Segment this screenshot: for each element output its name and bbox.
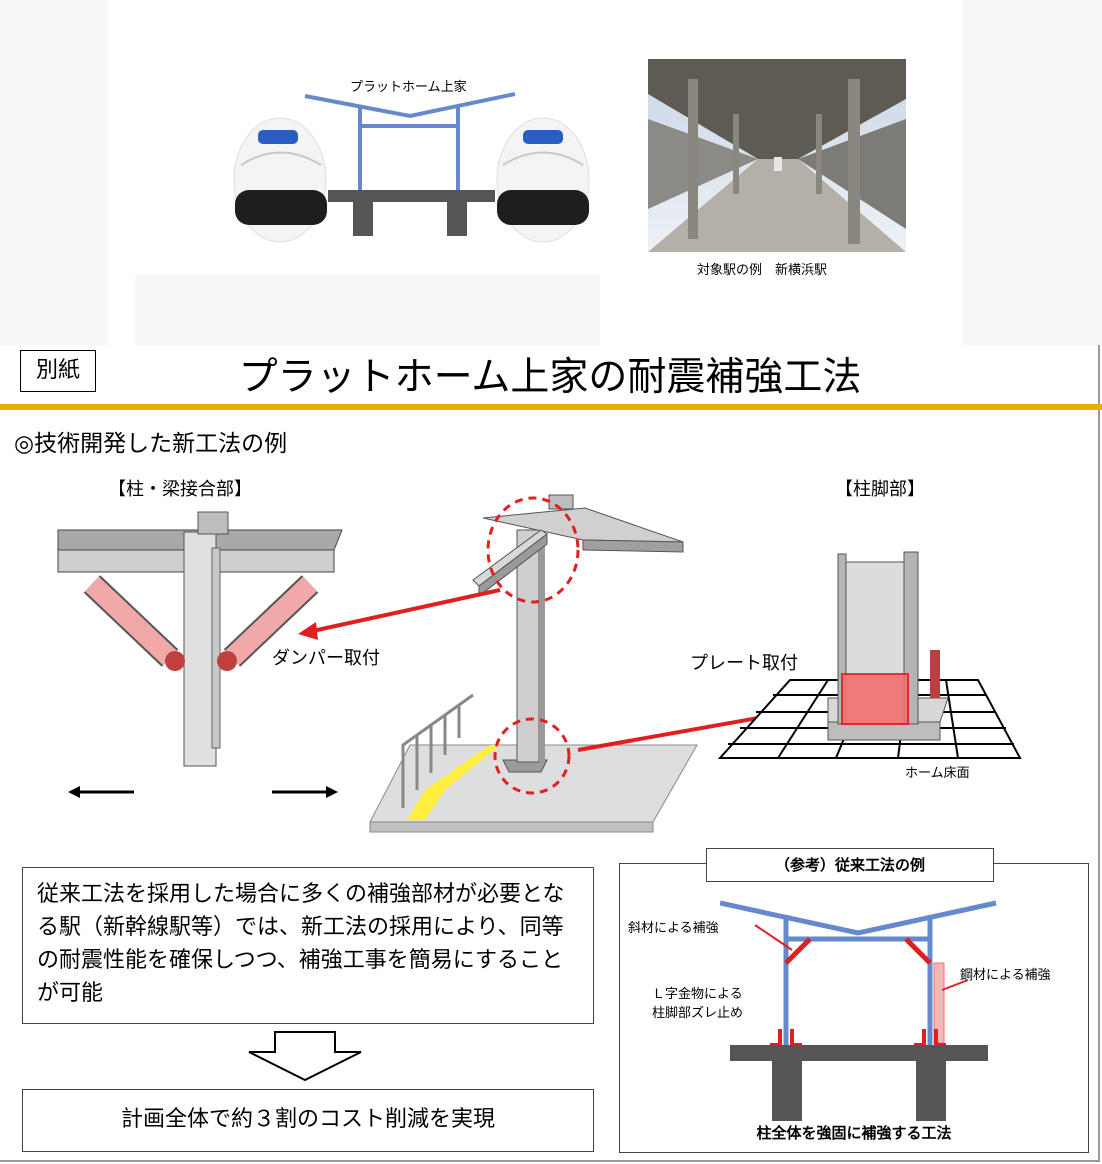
- down-arrow-icon: [248, 1031, 362, 1082]
- right-arrow-icon: [326, 786, 338, 798]
- lbracket-label-1: Ｌ字金物による: [652, 987, 743, 1002]
- right-brace: [904, 937, 932, 965]
- left-train-illustration: [233, 117, 327, 243]
- floor-label: ホーム床面: [905, 766, 970, 781]
- page-title: プラットホーム上家の耐震補強工法: [238, 355, 862, 400]
- damper-label: ダンパー取付: [272, 648, 380, 669]
- left-brace: [784, 937, 812, 965]
- section-heading: ◎技術開発した新工法の例: [14, 431, 288, 457]
- reference-caption: 柱全体を強固に補強する工法: [756, 1124, 952, 1142]
- top-left-panel: [0, 0, 108, 345]
- top-center-panel: [135, 275, 600, 345]
- l-brackets: [770, 1029, 946, 1047]
- lbracket-label-2: 柱脚部ズレ止め: [652, 1006, 744, 1021]
- photo-caption: 対象駅の例 新横浜駅: [697, 263, 828, 278]
- title-divider: [0, 404, 1102, 410]
- description-box: 従来工法を採用した場合に多くの補強部材が必要となる駅（新幹線駅等）では、新工法の…: [22, 867, 594, 1024]
- top-right-panel: [963, 0, 1102, 345]
- shelter-3d-figure: [369, 494, 698, 833]
- joint-figure-label: 【柱・梁接合部】: [108, 479, 252, 500]
- reinforcement-plate: [841, 673, 909, 725]
- main-frame: [0, 345, 1100, 1162]
- reference-title: （参考）従来工法の例: [706, 848, 994, 882]
- right-train-illustration: [496, 117, 590, 243]
- right-damper: [217, 575, 319, 671]
- result-box: 計画全体で約３割のコスト削減を実現: [22, 1089, 594, 1152]
- brace-label: 斜材による補強: [628, 921, 719, 936]
- steel-label: 鋼材による補強: [960, 968, 1051, 983]
- station-photo: [648, 59, 906, 252]
- damper-arrow-icon: [298, 622, 318, 640]
- plate-label: プレート取付: [690, 653, 798, 674]
- base-figure-label: 【柱脚部】: [835, 479, 925, 500]
- conventional-method-diagram: [720, 900, 997, 1121]
- column-beam-joint-figure: [57, 511, 343, 798]
- left-arrow-icon: [68, 786, 80, 798]
- platform-shelter-label: プラットホーム上家: [350, 80, 467, 95]
- base-highlight-circle: [493, 717, 571, 795]
- attachment-tag: 別紙: [20, 350, 96, 392]
- left-damper: [83, 575, 185, 671]
- joint-highlight-circle: [486, 496, 580, 604]
- platform-shelter-diagram: [233, 92, 590, 243]
- column-base-figure: [718, 551, 1022, 759]
